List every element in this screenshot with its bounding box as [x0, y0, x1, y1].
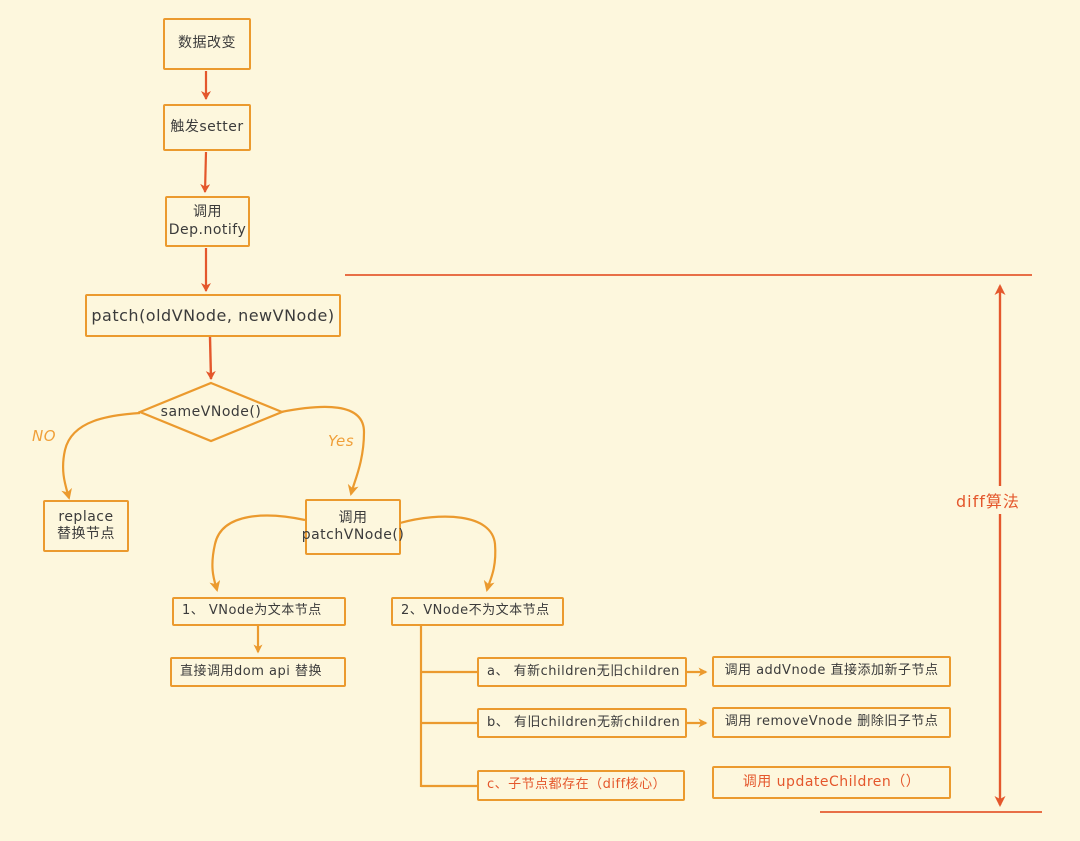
node-branch-1-action-label: 直接调用dom api 替换: [180, 663, 322, 679]
node-dep-notify[interactable]: 调用 Dep.notify: [165, 196, 250, 247]
node-case-b-action-label: 调用 removeVnode 删除旧子节点: [724, 714, 939, 730]
node-patch-vnode-label-1: 调用: [338, 509, 368, 526]
node-case-c[interactable]: c、子节点都存在（diff核心）: [477, 770, 685, 801]
node-replace-label-1: replace: [58, 508, 114, 525]
node-case-a-label: a、 有新children无旧children: [487, 663, 680, 679]
node-branch-1-label: 1、 VNode为文本节点: [182, 603, 322, 619]
node-patch-vnode-label-2: patchVNode(): [301, 527, 405, 543]
node-data-change[interactable]: 数据改变: [163, 18, 251, 70]
node-trigger-setter[interactable]: 触发setter: [163, 104, 251, 151]
edge-label-yes: Yes: [328, 432, 355, 450]
node-case-a-action[interactable]: 调用 addVnode 直接添加新子节点: [712, 656, 951, 687]
node-branch-2[interactable]: 2、VNode不为文本节点: [391, 597, 564, 626]
node-dep-notify-label-1: 调用: [193, 204, 222, 220]
node-patch[interactable]: patch(oldVNode, newVNode): [85, 294, 341, 337]
node-branch-2-label: 2、VNode不为文本节点: [401, 603, 550, 619]
diff-bracket-label: diff算法: [952, 486, 1024, 514]
node-data-change-label: 数据改变: [178, 35, 236, 52]
node-same-vnode-label: sameVNode(): [160, 404, 262, 420]
node-patch-vnode[interactable]: 调用 patchVNode(): [302, 499, 404, 555]
node-case-a[interactable]: a、 有新children无旧children: [477, 657, 687, 687]
diamond-shape: [138, 381, 284, 443]
node-case-c-action[interactable]: 调用 updateChildren（）: [712, 766, 951, 799]
node-case-b-action[interactable]: 调用 removeVnode 删除旧子节点: [712, 707, 951, 738]
node-case-c-action-label: 调用 updateChildren（）: [742, 773, 921, 790]
node-same-vnode[interactable]: sameVNode(): [138, 381, 284, 443]
node-case-c-label: c、子节点都存在（diff核心）: [487, 777, 667, 793]
node-branch-1[interactable]: 1、 VNode为文本节点: [172, 597, 346, 626]
node-dep-notify-label-2: Dep.notify: [168, 221, 247, 238]
node-trigger-setter-label: 触发setter: [170, 118, 244, 135]
node-patch-label: patch(oldVNode, newVNode): [91, 305, 335, 325]
node-replace-label-2: 替换节点: [57, 526, 115, 542]
node-case-a-action-label: 调用 addVnode 直接添加新子节点: [724, 663, 939, 679]
node-branch-1-action[interactable]: 直接调用dom api 替换: [170, 657, 346, 687]
node-case-b[interactable]: b、 有旧children无新children: [477, 708, 687, 738]
node-replace[interactable]: replace 替换节点: [43, 500, 129, 552]
node-case-b-label: b、 有旧children无新children: [487, 714, 681, 730]
edge-label-no: NO: [32, 427, 57, 445]
